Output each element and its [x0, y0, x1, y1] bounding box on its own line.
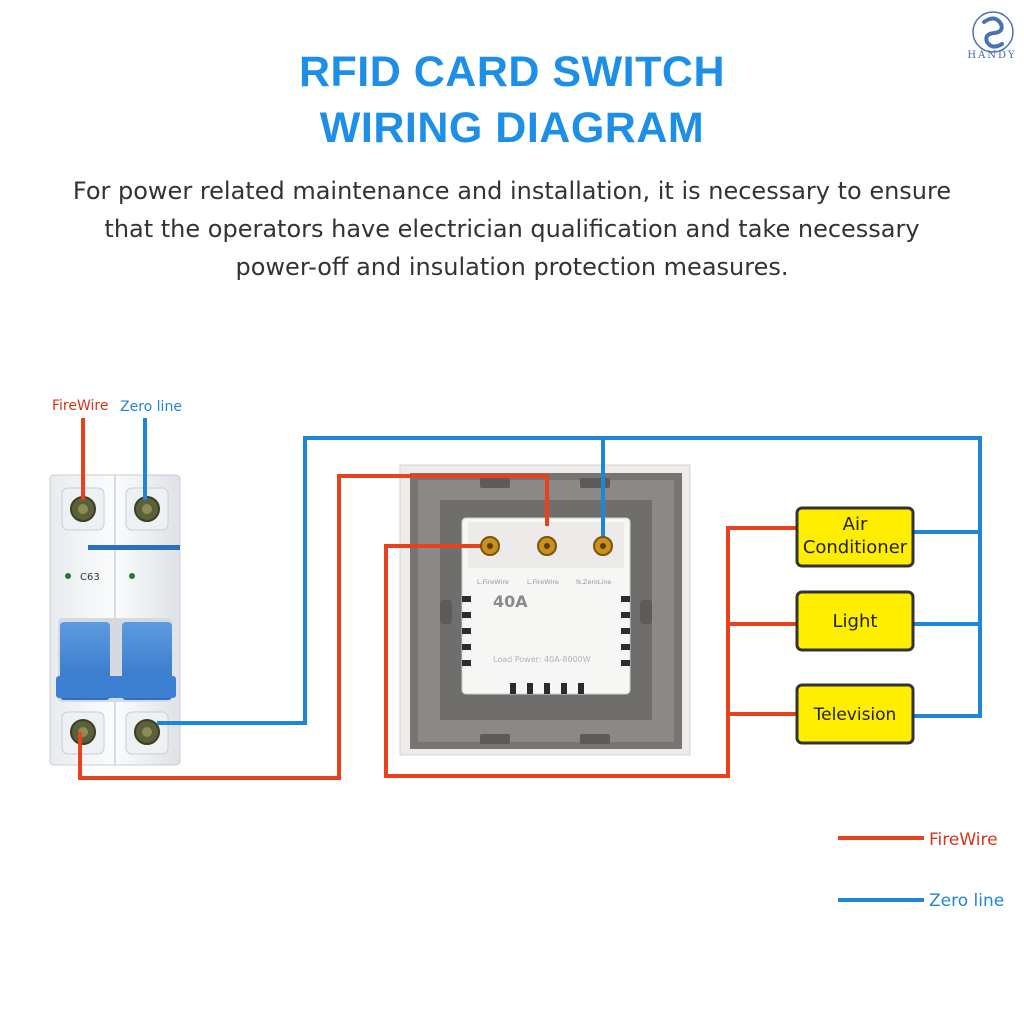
switch-rating: 40A: [493, 592, 528, 611]
description-text: For power related maintenance and instal…: [72, 177, 952, 281]
legend-zero-line-label: Zero line: [929, 891, 1004, 911]
switch-load-power: Load Power: 40A-8000W: [493, 655, 591, 664]
firewire-wires: [78, 418, 797, 780]
title-line-1: RFID CARD SWITCH: [298, 48, 725, 96]
terminal-label: L.FireWire: [527, 578, 559, 586]
zero-line-wires: [143, 418, 982, 725]
circuit-breaker: C63: [49, 474, 181, 766]
legend-firewire-label: FireWire: [929, 830, 998, 850]
brand-logo-icon: [972, 11, 1014, 53]
load-label: Light: [833, 611, 878, 632]
load-label: Conditioner: [803, 537, 908, 558]
load-television: Television: [795, 683, 915, 745]
terminal-label: L.FireWire: [477, 578, 509, 586]
breaker-model-text: C63: [80, 572, 100, 583]
load-light: Light: [795, 590, 915, 652]
terminal-label: N.ZeroLine: [576, 578, 611, 586]
legend: FireWire Zero line: [838, 830, 1004, 911]
load-air-conditioner: Air Conditioner: [795, 506, 915, 568]
title-line-2: WIRING DIAGRAM: [319, 104, 705, 152]
breaker-zero-line-label: Zero line: [120, 399, 182, 415]
breaker-firewire-label: FireWire: [52, 398, 108, 414]
load-label: Television: [813, 705, 897, 725]
load-label: Air: [843, 514, 868, 535]
brand-logo-text: HANDY: [967, 50, 1017, 61]
switch-terminals: [480, 536, 613, 556]
